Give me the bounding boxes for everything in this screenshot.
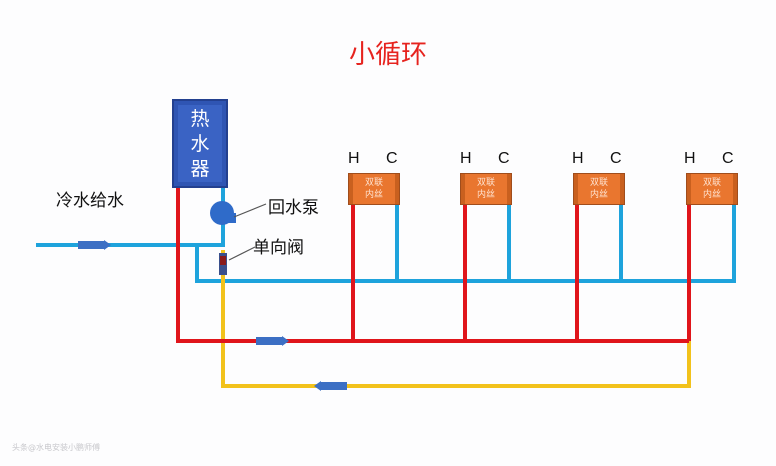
hot-label: H	[348, 150, 360, 167]
cold-supply-pipe	[195, 245, 736, 283]
fixture-valve: 双联内丝	[348, 173, 400, 205]
flow-arrow-icon	[256, 336, 289, 346]
diagram-title: 小循环	[348, 40, 427, 70]
cold-label: C	[498, 150, 510, 167]
watermark: 头条@水电安装小鹏师傅	[12, 443, 100, 452]
pump-label: 回水泵	[268, 198, 319, 218]
heater-label: 水	[190, 133, 210, 155]
flow-arrow-icon	[78, 240, 111, 250]
fixture-valve: 双联内丝	[573, 173, 625, 205]
heater-label: 热	[190, 108, 210, 130]
hot-label: H	[460, 150, 472, 167]
fixture-label: 双联	[589, 178, 608, 188]
fixture-valve: 双联内丝	[686, 173, 738, 205]
heater-label: 器	[190, 158, 210, 180]
hot-label: H	[572, 150, 584, 167]
fixture-label: 双联	[364, 178, 383, 188]
cold-label: C	[722, 150, 734, 167]
fixture-label: 双联	[702, 178, 721, 188]
fixture-valve: 双联内丝	[460, 173, 512, 205]
hot-label: H	[684, 150, 696, 167]
pump-icon	[210, 201, 236, 225]
cold-label: C	[610, 150, 622, 167]
cold-inlet-label: 冷水给水	[56, 191, 124, 211]
water-heater: 热 水 器	[172, 99, 228, 188]
fixture-label: 内丝	[589, 190, 608, 200]
fixture-label: 双联	[476, 178, 495, 188]
check-valve-icon	[219, 253, 227, 275]
fixture-label: 内丝	[476, 190, 495, 200]
fixture-label: 内丝	[364, 190, 383, 200]
check-valve-label: 单向阀	[253, 238, 304, 258]
cold-label: C	[386, 150, 398, 167]
flow-arrow-icon	[314, 381, 347, 391]
fixture-label: 内丝	[702, 190, 721, 200]
hot-supply-pipe	[176, 188, 689, 343]
return-pipe	[221, 250, 691, 388]
